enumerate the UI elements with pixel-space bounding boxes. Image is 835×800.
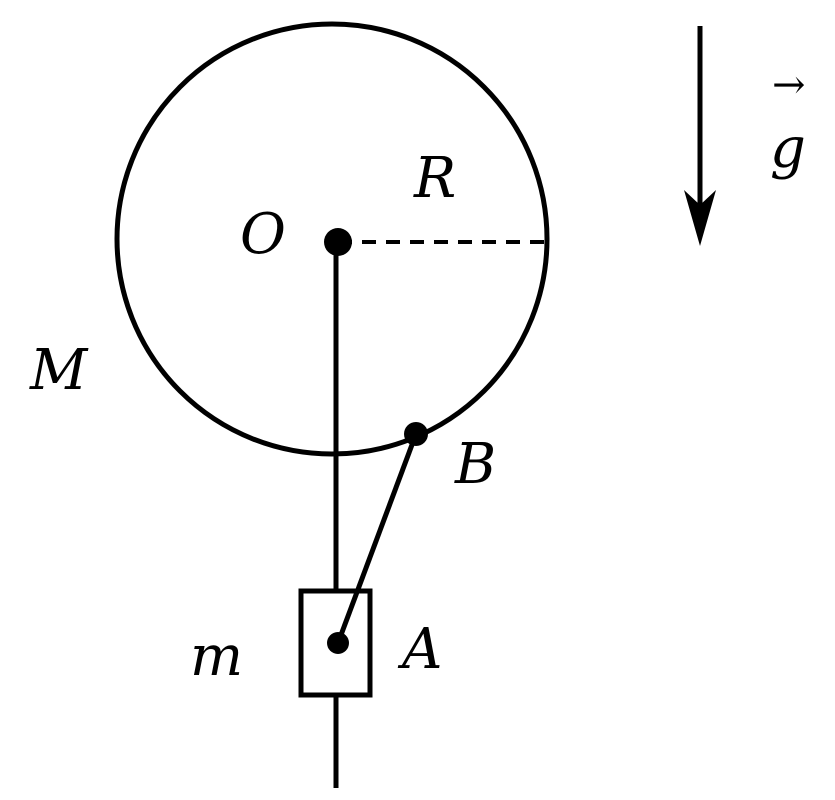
label-a: A [397,617,442,682]
label-g: g [770,116,806,181]
label-b: B [454,432,496,497]
disk-circle [114,21,550,457]
point-b-dot [404,422,428,446]
label-g-arrow: → [772,62,806,108]
rod-ab [335,433,419,644]
center-dot [324,228,352,256]
label-m-block: m [190,624,243,689]
gravity-arrow-head [684,190,716,246]
label-m-disk: M [29,338,89,403]
point-a-dot [327,632,349,654]
label-o: O [240,202,286,267]
block [298,588,373,698]
label-r: R [413,146,456,211]
